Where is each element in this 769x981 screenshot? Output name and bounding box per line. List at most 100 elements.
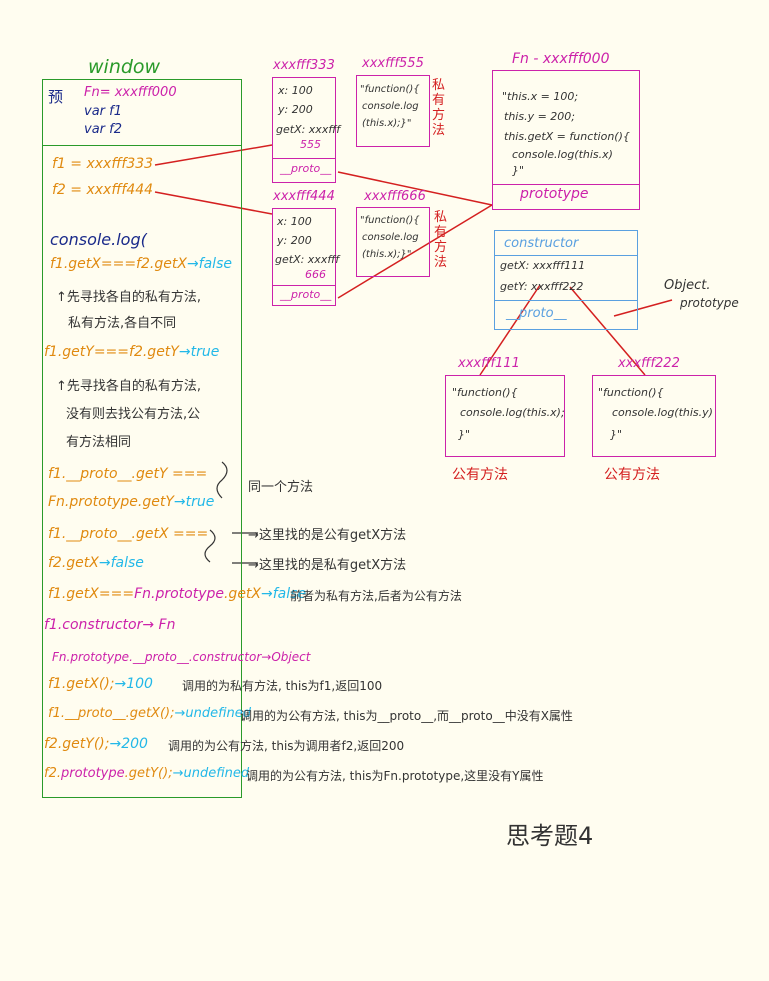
obj333-x: x: 100 bbox=[278, 84, 313, 97]
obj222-code-2: console.log(this.y) bbox=[612, 406, 713, 419]
note-9-expr: f1.getX(); bbox=[48, 676, 115, 692]
obj555-box bbox=[356, 75, 430, 147]
obj333-y: y: 200 bbox=[278, 103, 313, 116]
obj111-caption: 公有方法 bbox=[452, 467, 508, 483]
note-8-result: →Object bbox=[261, 650, 311, 664]
fn-code-2: this.y = 200; bbox=[504, 110, 575, 123]
note-11-line: f2.getY();→200 bbox=[44, 736, 148, 752]
object-prototype-pointer-line bbox=[613, 299, 673, 317]
note-12-line: f2.prototype.getY();→undefined bbox=[44, 766, 249, 781]
obj333-address: xxxfff333 bbox=[273, 58, 335, 73]
prototype-divider-2 bbox=[494, 300, 638, 301]
window-hoist-section bbox=[42, 79, 242, 146]
brace-2 bbox=[204, 529, 216, 563]
fn-code-1: "this.x = 100; bbox=[502, 90, 579, 103]
prototype-divider-1 bbox=[494, 255, 638, 256]
note-2-explain-1: ↑先寻找各自的私有方法, bbox=[56, 379, 202, 394]
obj444-address: xxxfff444 bbox=[273, 189, 335, 204]
note-6-side: 前者为私有方法,后者为公有方法 bbox=[290, 589, 462, 603]
f1-assignment: f1 = xxxfff333 bbox=[52, 156, 154, 172]
f2-assignment: f2 = xxxfff444 bbox=[52, 182, 154, 198]
note-5-line: f2.getX→false bbox=[48, 555, 144, 571]
note-6-result: →false bbox=[261, 586, 307, 602]
var-f2: var f2 bbox=[84, 122, 122, 137]
obj333-getx: getX: xxxfff bbox=[276, 123, 341, 136]
note-3-side: 同一个方法 bbox=[248, 480, 314, 495]
note-2-explain-3: 有方法相同 bbox=[66, 435, 132, 450]
obj555-code-2: console.log bbox=[362, 101, 419, 112]
note-1-line: f1.getX===f2.getX→false bbox=[50, 256, 232, 272]
note-12-result: →undefined bbox=[172, 766, 250, 781]
fn-code-5: }" bbox=[512, 164, 525, 177]
note-11-result: →200 bbox=[109, 736, 148, 752]
prototype-box bbox=[494, 230, 638, 330]
obj444-box bbox=[272, 208, 336, 306]
fn-prototype-label: prototype bbox=[520, 186, 589, 202]
note-5-side: →这里找的是私有getX方法 bbox=[248, 558, 407, 573]
note-6-line: f1.getX===Fn.prototype.getX→false bbox=[48, 586, 306, 602]
note-5-result: →false bbox=[98, 555, 144, 571]
note-3-line-2: Fn.prototype.getY→true bbox=[48, 494, 214, 510]
note-11-side: 调用的为公有方法, this为调用者f2,返回200 bbox=[168, 739, 405, 753]
fn-declaration: Fn= xxxfff000 bbox=[84, 85, 177, 100]
prototype-constructor: constructor bbox=[504, 236, 579, 251]
obj333-box bbox=[272, 77, 336, 183]
note-10-expr: f1.__proto__.getX(); bbox=[48, 706, 175, 721]
note-4-side: →这里找的是公有getX方法 bbox=[248, 528, 407, 543]
note-7-result: → Fn bbox=[142, 617, 176, 633]
obj444-divider bbox=[272, 285, 336, 286]
obj222-code-1: "function(){ bbox=[598, 386, 664, 399]
footer-title: 思考题4 bbox=[506, 822, 594, 850]
obj444-getx: getX: xxxfff bbox=[275, 253, 340, 266]
var-f1: var f1 bbox=[84, 104, 122, 119]
f1-pointer-line bbox=[154, 144, 273, 166]
note-6-expr-3: .getX bbox=[223, 586, 262, 602]
note-5-expr: f2.getX bbox=[48, 555, 99, 571]
obj111-code-2: console.log(this.x); bbox=[460, 406, 565, 419]
note-1-explain-1: ↑先寻找各自的私有方法, bbox=[56, 290, 202, 305]
obj555-address: xxxfff555 bbox=[362, 56, 424, 71]
obj222-caption: 公有方法 bbox=[604, 467, 660, 483]
obj333-getx-address: 555 bbox=[300, 138, 321, 151]
note-2-line: f1.getY===f2.getY→true bbox=[44, 344, 219, 360]
note-1-expr: f1.getX===f2.getX bbox=[50, 256, 187, 272]
gety-pointer-line bbox=[569, 286, 646, 376]
note-3-expr-1: f1.__proto__.getY === bbox=[48, 466, 208, 482]
fn-divider bbox=[492, 184, 640, 185]
obj444-getx-address: 666 bbox=[305, 268, 326, 281]
note-11-expr: f2.getY(); bbox=[44, 736, 110, 752]
f2-pointer-line bbox=[154, 191, 273, 215]
window-title: window bbox=[88, 56, 161, 78]
note-8-line: Fn.prototype.__proto__.constructor→Objec… bbox=[52, 650, 310, 664]
obj333-divider bbox=[272, 158, 336, 159]
obj666-code-1: "function(){ bbox=[360, 215, 420, 226]
note-6-expr-1: f1.getX=== bbox=[48, 586, 135, 602]
note-3-expr-2: Fn.prototype.getY bbox=[48, 494, 174, 510]
obj666-address: xxxfff666 bbox=[364, 189, 426, 204]
prototype-gety: getY: xxxfff222 bbox=[500, 280, 584, 293]
object-label-2: prototype bbox=[680, 296, 739, 310]
note-3-result: →true bbox=[173, 494, 215, 510]
note-1-result: →false bbox=[186, 256, 232, 272]
obj666-box bbox=[356, 207, 430, 277]
obj111-code-1: "function(){ bbox=[452, 386, 518, 399]
obj111-address: xxxfff111 bbox=[458, 356, 520, 371]
note-10-result: →undefined bbox=[174, 706, 252, 721]
obj333-proto: __proto__ bbox=[280, 162, 332, 175]
fn-box bbox=[492, 70, 640, 210]
note-10-line: f1.__proto__.getX();→undefined bbox=[48, 706, 251, 721]
obj444-y: y: 200 bbox=[277, 234, 312, 247]
console-log-open: console.log( bbox=[50, 230, 147, 249]
fn-address: Fn - xxxfff000 bbox=[512, 51, 610, 67]
note-9-result: →100 bbox=[114, 676, 153, 692]
fn-code-4: console.log(this.x) bbox=[512, 148, 613, 161]
note-2-expr: f1.getY===f2.getY bbox=[44, 344, 179, 360]
note-8-expr: Fn.prototype.__proto__.constructor bbox=[52, 650, 262, 664]
proto333-pointer-line bbox=[337, 171, 493, 206]
obj666-side-note: 私有方法 bbox=[434, 210, 448, 270]
obj666-code-3: (this.x);}" bbox=[362, 249, 412, 260]
obj111-code-3: }" bbox=[458, 428, 471, 441]
obj666-code-2: console.log bbox=[362, 232, 419, 243]
obj222-code-3: }" bbox=[610, 428, 623, 441]
obj555-code-3: (this.x);}" bbox=[362, 118, 412, 129]
